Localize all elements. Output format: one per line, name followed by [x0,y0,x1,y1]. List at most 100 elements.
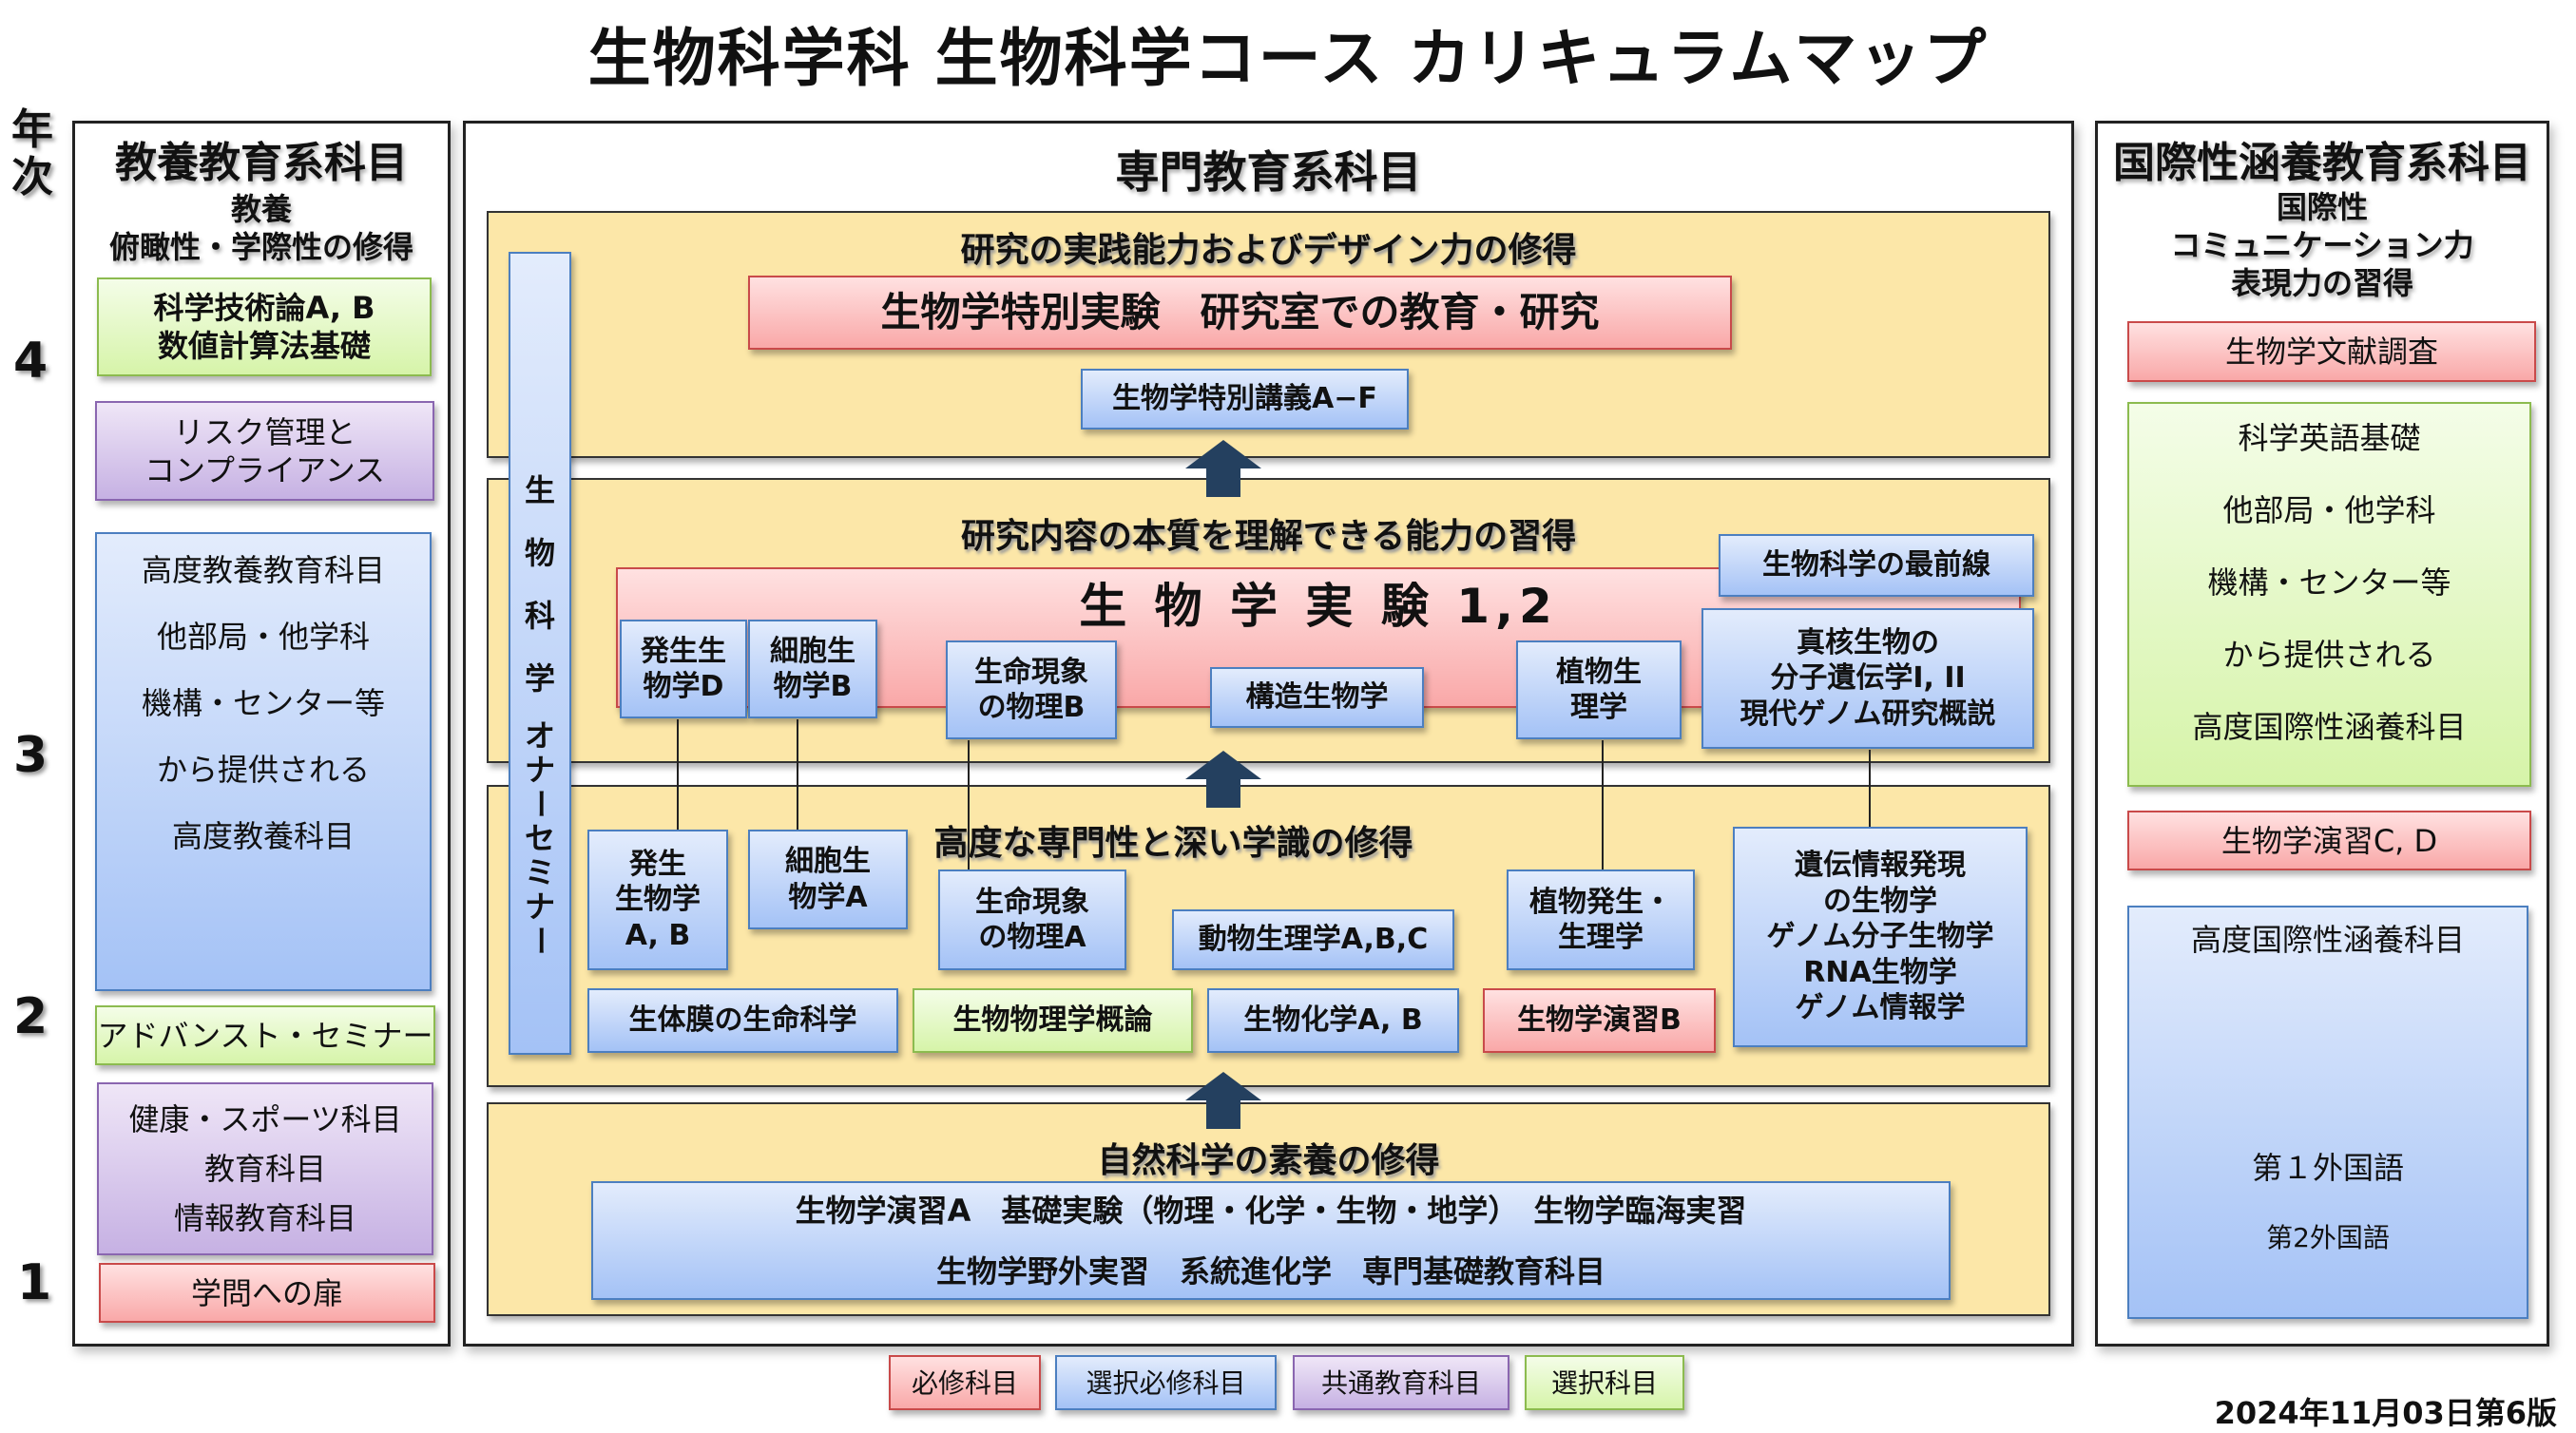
course-literature-survey[interactable]: 生物学文献調査 [2127,321,2536,382]
course-label: 生理学 [1558,921,1644,954]
seminar-char: 科 [524,597,555,634]
course-label: 植物生 [1556,655,1642,689]
seminar-char: ミ [524,853,555,890]
course-label: 動物生理学A,B,C [1198,923,1429,957]
course-health-sports[interactable]: 健康・スポーツ科目 教育科目 情報教育科目 [97,1082,433,1255]
course-plant-physiology[interactable]: 植物生 理学 [1516,640,1682,739]
seminar-char: ー [522,925,558,956]
course-label: 科学技術論A, B [153,290,375,326]
course-developmental-biology-ab[interactable]: 発生 生物学 A, B [587,830,728,970]
course-cell-biology-b[interactable]: 細胞生 物学B [748,620,877,718]
course-label: 生命現象 [975,885,1089,919]
course-label: から提供される [156,752,370,788]
liberal-arts-sub2: 俯瞰性・学際性の修得 [108,229,413,265]
course-label: 植物発生・ [1529,885,1672,919]
course-biochemistry[interactable]: 生物化学A, B [1207,988,1459,1053]
stage-1-title: 自然科学の素養の修得 [1097,1141,1440,1180]
course-label: ゲノム分子生物学 [1766,920,1994,954]
course-life-physics-a[interactable]: 生命現象 の物理A [938,869,1126,970]
course-label: 数値計算法基礎 [157,328,371,364]
seminar-char: セ [524,819,555,856]
course-label: 生物学演習C, D [2220,822,2438,859]
course-developmental-biology-d[interactable]: 発生生 物学D [620,620,747,718]
course-honors-seminar[interactable]: 生 物 科 学 オ ナ ー セ ミ ナ ー [509,252,571,1055]
course-plant-development[interactable]: 植物発生・ 生理学 [1507,869,1695,970]
connector-line [968,740,970,869]
course-label: ゲノム情報学 [1795,991,1966,1025]
year-4: 4 [13,333,48,390]
stage-4-title: 研究の実践能力およびデザイン力の修得 [960,231,1577,270]
course-frontier[interactable]: 生物科学の最前線 [1719,534,2034,597]
course-label: 生物学野外実習 系統進化学 専門基礎教育科目 [935,1252,1605,1290]
course-advanced-liberal-arts[interactable]: 高度教養教育科目 他部局・他学科 機構・センター等 から提供される 高度教養科目 [95,532,432,991]
course-label: の物理B [977,691,1086,724]
legend-elective-required: 選択必修科目 [1055,1355,1277,1410]
connector-line [797,719,798,830]
course-label: 第１外国語 [2251,1150,2404,1186]
international-sub3: 表現力の習得 [2230,265,2413,301]
course-advanced-seminar[interactable]: アドバンスト・セミナー [95,1005,435,1065]
course-biomembrane[interactable]: 生体膜の生命科学 [587,988,898,1053]
course-scientific-english[interactable]: 科学英語基礎 他部局・他学科 機構・センター等 から提供される 高度国際性涵養科… [2127,402,2531,787]
seminar-char: 生 [524,471,555,508]
course-gakumon-door[interactable]: 学問への扉 [99,1263,435,1323]
legend-common: 共通教育科目 [1293,1355,1509,1410]
liberal-arts-sub1: 教養 [230,191,292,227]
course-label: の生物学 [1823,884,1937,918]
course-label: 生物学文献調査 [2224,334,2438,370]
course-label: 教育科目 [203,1151,326,1187]
course-special-experiment[interactable]: 生物学特別実験 研究室での教育・研究 [748,276,1732,350]
course-label: から提供される [2222,637,2436,673]
course-structural-biology[interactable]: 構造生物学 [1210,667,1424,728]
course-label: 生物科学の最前線 [1762,548,1990,583]
course-label: 高度教養教育科目 [141,552,385,588]
course-label: の物理A [978,921,1086,954]
stage-3-title: 研究内容の本質を理解できる能力の習得 [960,517,1577,556]
year-axis-label-1: 年 [11,105,53,154]
course-cell-biology-a[interactable]: 細胞生 物学A [748,830,908,929]
course-label: リスク管理と [173,413,356,450]
course-label: 分子遺伝学I, II [1770,661,1966,696]
course-label: 細胞生 [770,634,855,668]
course-life-physics-b[interactable]: 生命現象 の物理B [946,640,1117,739]
course-science-technology[interactable]: 科学技術論A, B 数値計算法基礎 [97,277,432,376]
course-risk-management[interactable]: リスク管理と コンプライアンス [95,401,434,501]
course-label: 生物学演習B [1517,1003,1682,1038]
course-biology-exercise-cd[interactable]: 生物学演習C, D [2127,811,2531,870]
legend-label: 必修科目 [911,1366,1018,1399]
course-label: 生物学特別講義A−F [1112,382,1377,416]
seminar-char: ナ [524,751,555,788]
course-label: 高度国際性涵養科目 [2192,709,2467,745]
course-eukaryote-genetics[interactable]: 真核生物の 分子遺伝学I, II 現代ゲノム研究概説 [1701,608,2034,749]
course-gene-expression[interactable]: 遺伝情報発現 の生物学 ゲノム分子生物学 RNA生物学 ゲノム情報学 [1733,827,2028,1047]
course-label: 物学D [643,670,724,703]
course-label: 学問への扉 [190,1274,343,1311]
course-label: 情報教育科目 [173,1200,356,1236]
arrow-up-icon [1185,1072,1261,1133]
course-special-lecture[interactable]: 生物学特別講義A−F [1081,369,1409,430]
international-sub1: 国際性 [2276,189,2368,225]
course-advanced-international[interactable]: 高度国際性涵養科目 第１外国語 第2外国語 [2127,906,2528,1319]
seminar-char: 物 [524,534,555,571]
course-label: 高度教養科目 [171,818,355,854]
course-label: 他部局・他学科 [156,619,370,655]
liberal-arts-heading: 教養教育系科目 [115,139,408,187]
course-label: 生物学演習A 基礎実験（物理・化学・生物・地学） 生物学臨海実習 [795,1192,1747,1229]
course-biology-exercise-b[interactable]: 生物学演習B [1483,988,1716,1053]
legend-label: 選択必修科目 [1086,1366,1246,1399]
course-label: 構造生物学 [1245,680,1389,715]
course-label: 高度国際性涵養科目 [2190,922,2465,958]
course-label: 生物学 [615,883,701,917]
course-label: 機構・センター等 [141,685,385,721]
course-biophysics-intro[interactable]: 生物物理学概論 [913,988,1193,1053]
seminar-char: ー [522,788,558,819]
legend-elective: 選択科目 [1525,1355,1684,1410]
course-animal-physiology[interactable]: 動物生理学A,B,C [1172,909,1454,970]
course-foundation-group[interactable]: 生物学演習A 基礎実験（物理・化学・生物・地学） 生物学臨海実習 生物学野外実習… [591,1181,1951,1300]
course-label: 生命現象 [974,655,1088,689]
course-label: 健康・スポーツ科目 [128,1101,402,1137]
seminar-char: オ [524,716,555,754]
course-label: 科学英語基礎 [2238,420,2421,456]
seminar-char: ナ [524,888,555,925]
course-label: 理学 [1570,691,1627,724]
